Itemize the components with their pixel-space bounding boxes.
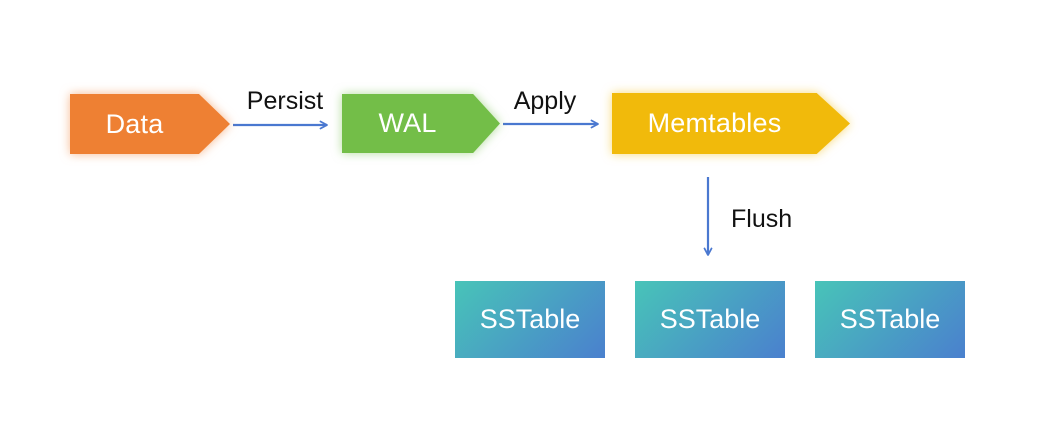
node-wal: WAL: [342, 94, 500, 153]
node-data-label: Data: [105, 108, 164, 139]
node-wal-label: WAL: [378, 108, 437, 138]
edge-persist-label: Persist: [246, 87, 324, 115]
node-sstable-1-label: SSTable: [479, 304, 581, 334]
node-sstable-2-label: SSTable: [659, 304, 761, 334]
node-sstable-3-label: SSTable: [839, 304, 941, 334]
node-sstable-1: SSTable: [455, 281, 605, 358]
edge-flush-label: Flush: [731, 205, 793, 233]
node-data: Data: [70, 94, 230, 154]
node-sstable-2: SSTable: [635, 281, 785, 358]
node-sstable-3: SSTable: [815, 281, 965, 358]
node-memtables: Memtables: [612, 93, 850, 154]
node-memtables-label: Memtables: [647, 108, 782, 138]
edge-apply-label: Apply: [513, 87, 577, 115]
